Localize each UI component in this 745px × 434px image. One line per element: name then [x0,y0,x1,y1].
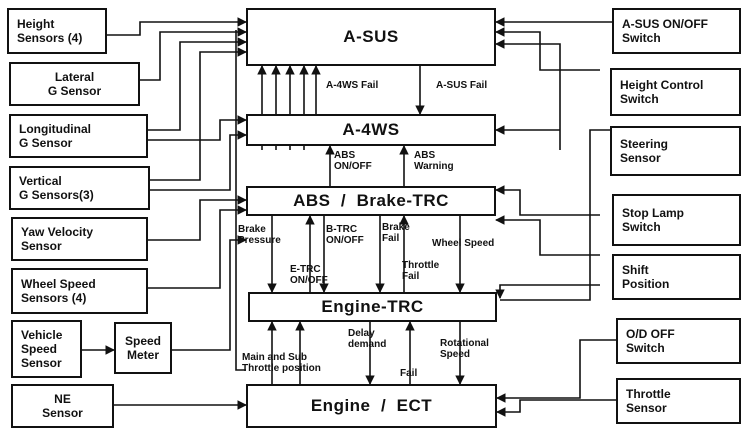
engine-trc-label: Engine-TRC [321,297,424,316]
speed-meter-box: Speed Meter [114,322,172,374]
longitudinal-g-sensor-label: Longitudinal G Sensor [19,122,91,150]
abs-warning-label: ABS Warning [414,150,454,172]
height-control-switch-label: Height Control Switch [620,78,704,106]
throttle-sensor-box: Throttle Sensor [616,378,741,424]
shift-position-box: Shift Position [612,254,741,300]
vertical-g-sensors-box: Vertical G Sensors(3) [9,166,150,210]
delay-demand-label: Delay demand [348,328,387,350]
yaw-velocity-sensor-label: Yaw Velocity Sensor [21,225,94,253]
steering-sensor-box: Steering Sensor [610,126,741,176]
stop-lamp-switch-box: Stop Lamp Switch [612,194,741,246]
yaw-velocity-sensor-box: Yaw Velocity Sensor [11,217,148,261]
throttle-fail-label: Throttle Fail [402,260,440,282]
speed-meter-label: Speed Meter [124,334,161,362]
ne-sensor-box: NE Sensor [11,384,114,428]
a-4ws-label: A-4WS [342,120,400,139]
abs-brake-trc-label: ABS / Brake-TRC [293,191,449,210]
brake-pressure-label: Brake Pressure [238,224,281,246]
engine-ect-controller-box: Engine / ECT [246,384,497,428]
a-sus-fail-label: A-SUS Fail [436,80,488,91]
od-off-switch-label: O/D OFF Switch [626,327,675,355]
a-sus-switch-box: A-SUS ON/OFF Switch [612,8,741,54]
steering-sensor-label: Steering Sensor [620,137,669,165]
ne-sensor-label: NE Sensor [42,392,83,420]
brake-fail-label: Brake Fail [382,222,410,244]
vehicle-speed-sensor-box: Vehicle Speed Sensor [11,320,82,378]
longitudinal-g-sensor-box: Longitudinal G Sensor [9,114,148,158]
height-sensors-box: Height Sensors (4) [7,8,107,54]
a-4ws-fail-label: A-4WS Fail [326,80,379,91]
lateral-g-sensor-box: Lateral G Sensor [9,62,140,106]
engine-trc-controller-box: Engine-TRC [248,292,497,322]
a-sus-label: A-SUS [343,27,399,46]
height-control-switch-box: Height Control Switch [610,68,741,116]
lateral-g-sensor-label: Lateral G Sensor [47,70,102,98]
a-4ws-controller-box: A-4WS [246,114,496,146]
a-sus-switch-label: A-SUS ON/OFF Switch [622,17,708,45]
abs-on-off-label: ABS ON/OFF [334,150,372,172]
fail-label: Fail [400,368,418,379]
od-off-switch-box: O/D OFF Switch [616,318,741,364]
e-trc-on-off-label: E-TRC ON/OFF [290,264,328,286]
wheel-speed-sensors-label: Wheel Speed Sensors (4) [21,277,96,305]
abs-brake-trc-controller-box: ABS / Brake-TRC [246,186,496,216]
stop-lamp-switch-label: Stop Lamp Switch [622,206,684,234]
a-sus-controller-box: A-SUS [246,8,496,66]
shift-position-label: Shift Position [622,263,670,291]
main-sub-throttle-label: Main and Sub Throttle position [242,352,321,374]
wheel-speed-sensors-box: Wheel Speed Sensors (4) [11,268,148,314]
b-trc-on-off-label: B-TRC ON/OFF [326,224,364,246]
throttle-sensor-label: Throttle Sensor [626,387,671,415]
engine-ect-label: Engine / ECT [310,396,433,415]
vertical-g-sensors-label: Vertical G Sensors(3) [19,174,94,202]
vehicle-speed-sensor-label: Vehicle Speed Sensor [21,328,63,370]
wheel-speed-signal-label: Wheel Speed [432,238,495,249]
rotational-speed-label: Rotational Speed [440,338,489,360]
height-sensors-label: Height Sensors (4) [17,17,83,45]
